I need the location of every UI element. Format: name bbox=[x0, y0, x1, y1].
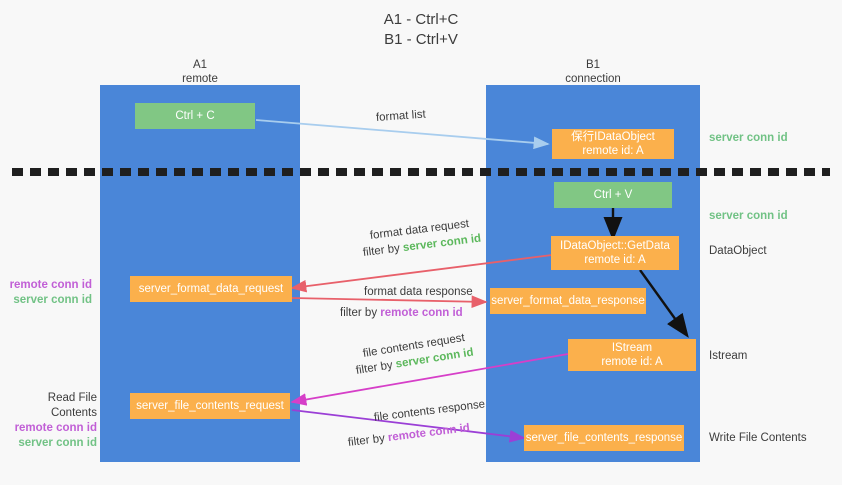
label-read-file-contents: Read File Contents bbox=[47, 392, 97, 419]
box-idataobject-line1: 保行IDataObject bbox=[571, 131, 655, 143]
lane-b1-sub: connection bbox=[565, 73, 621, 85]
label-remote-conn-id-1: remote conn id bbox=[9, 279, 92, 291]
label-remote-conn-id-2: remote conn id bbox=[14, 422, 97, 434]
box-istream-line2: remote id: A bbox=[601, 356, 663, 368]
lane-a1-name: A1 bbox=[192, 59, 208, 71]
annotation-format-data-response: format data response bbox=[364, 286, 473, 298]
filter-prefix-4: filter by bbox=[347, 432, 386, 449]
label-istream: Istream bbox=[709, 350, 748, 362]
label-write-file-contents: Write File Contents bbox=[709, 432, 807, 444]
filter-prefix-1: filter by bbox=[362, 242, 401, 259]
box-getdata-line1: IDataObject::GetData bbox=[560, 240, 670, 252]
box-idataobject[interactable]: 保行IDataObject remote id: A bbox=[552, 129, 674, 159]
box-server-file-contents-response[interactable]: server_file_contents_response bbox=[524, 425, 684, 451]
label-group-format: remote conn id server conn id bbox=[0, 278, 92, 308]
filter-prefix-2: filter by bbox=[340, 307, 378, 319]
annotation-file-contents-response-filter: filter by remote conn id bbox=[347, 420, 471, 451]
label-server-conn-id-2: server conn id bbox=[18, 437, 97, 449]
filter-prefix-3: filter by bbox=[355, 359, 394, 377]
annotation-format-data-response-filter: filter by remote conn id bbox=[340, 305, 463, 321]
box-ctrl-c[interactable]: Ctrl + C bbox=[135, 103, 255, 129]
filter-key-remote-conn-id-2: remote conn id bbox=[387, 422, 471, 445]
box-server-format-data-request[interactable]: server_format_data_request bbox=[130, 276, 292, 302]
lane-b1-name: B1 bbox=[585, 59, 601, 71]
title-line-1: A1 - Ctrl+C bbox=[383, 11, 459, 28]
title-line-2: B1 - Ctrl+V bbox=[384, 31, 458, 48]
label-server-conn-id-mid: server conn id bbox=[709, 210, 788, 222]
box-istream[interactable]: IStream remote id: A bbox=[568, 339, 696, 371]
label-server-conn-id-1: server conn id bbox=[13, 294, 92, 306]
box-idataobject-line2: remote id: A bbox=[582, 145, 644, 157]
lane-header-a1: A1 remote bbox=[130, 58, 270, 86]
label-server-conn-id-top: server conn id bbox=[709, 132, 788, 144]
phase-divider bbox=[12, 168, 830, 176]
box-server-format-data-response[interactable]: server_format_data_response bbox=[490, 288, 646, 314]
annotation-format-list: format list bbox=[375, 108, 427, 124]
box-istream-line1: IStream bbox=[611, 342, 653, 354]
lane-header-b1: B1 connection bbox=[523, 58, 663, 86]
box-idataobject-getdata[interactable]: IDataObject::GetData remote id: A bbox=[551, 236, 679, 270]
label-dataobject: DataObject bbox=[709, 245, 767, 257]
lane-a1-sub: remote bbox=[182, 73, 218, 85]
box-ctrl-v[interactable]: Ctrl + V bbox=[554, 182, 672, 208]
filter-key-remote-conn-id-1: remote conn id bbox=[380, 307, 463, 319]
label-group-file: Read File Contents remote conn id server… bbox=[0, 391, 97, 451]
box-server-file-contents-request[interactable]: server_file_contents_request bbox=[130, 393, 290, 419]
page-title: A1 - Ctrl+C B1 - Ctrl+V bbox=[0, 10, 842, 50]
box-getdata-line2: remote id: A bbox=[584, 254, 646, 266]
